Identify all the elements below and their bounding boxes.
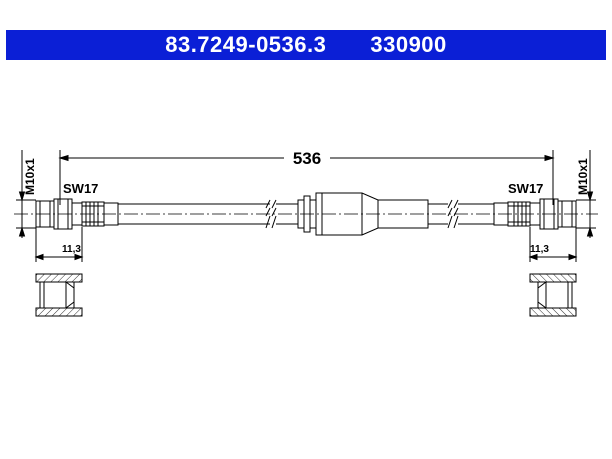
right-thread-dimension: M10x1 bbox=[576, 150, 596, 238]
length-dimension: 536 bbox=[58, 149, 555, 205]
right-fitting bbox=[493, 198, 577, 230]
right-socket-dimension: 11,3 bbox=[528, 227, 578, 262]
left-hose-segment bbox=[118, 199, 298, 229]
part-number: 83.7249-0536.3 bbox=[165, 32, 327, 57]
reference-number: 330900 bbox=[370, 32, 447, 57]
center-support-sleeve bbox=[297, 192, 429, 236]
right-thread-label: M10x1 bbox=[576, 158, 590, 195]
left-fitting bbox=[35, 198, 119, 230]
right-socket-dim-label: 11,3 bbox=[530, 244, 549, 255]
right-socket-section bbox=[529, 273, 577, 317]
left-socket-dim-label: 11,3 bbox=[62, 244, 81, 255]
length-label: 536 bbox=[293, 149, 321, 168]
right-hose-segment bbox=[428, 199, 494, 229]
left-socket-dimension: 11,3 bbox=[34, 227, 84, 262]
left-thread-dimension: M10x1 bbox=[16, 150, 37, 238]
right-wrench-label: SW17 bbox=[508, 181, 543, 196]
left-socket-section bbox=[35, 273, 83, 317]
title-bar: 83.7249-0536.3 330900 bbox=[6, 30, 606, 60]
left-thread-label: M10x1 bbox=[23, 158, 37, 195]
left-wrench-label: SW17 bbox=[63, 181, 98, 196]
